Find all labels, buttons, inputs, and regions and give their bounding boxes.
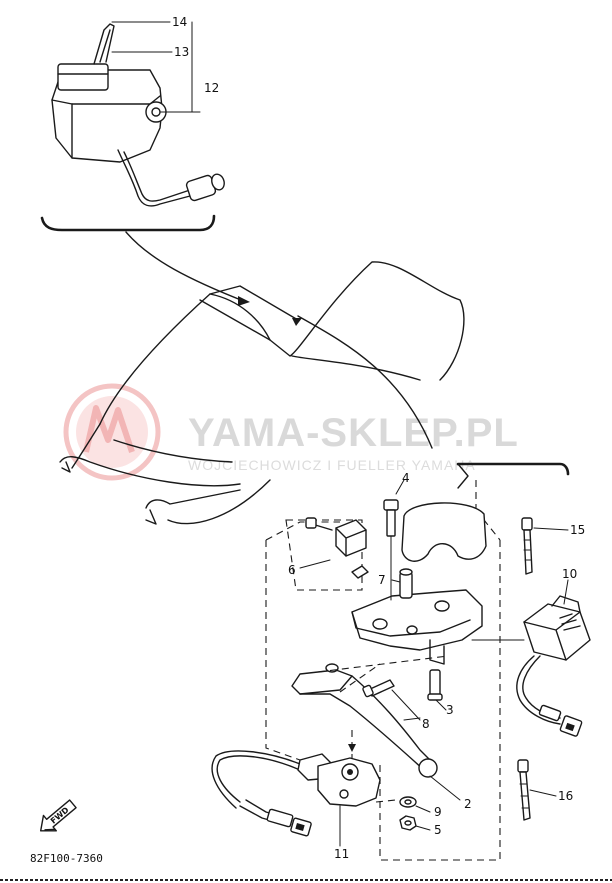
part-15-cable-tie (521, 517, 533, 575)
callout-8: 8 (422, 717, 430, 731)
lever-holder (351, 589, 483, 665)
watermark-logo (63, 383, 161, 481)
clamp-cap (401, 502, 487, 562)
callout-2: 2 (464, 797, 472, 811)
leader-7 (391, 579, 401, 583)
callout-9: 9 (434, 805, 442, 819)
callout-15: 15 (570, 523, 585, 537)
leader-lines-top (111, 21, 201, 113)
leader-6 (299, 559, 331, 569)
watermark: YAMA-SKLEP.PL WOJCIECHOWICZ I FUELLER YA… (63, 383, 519, 481)
part-5-nut (399, 815, 417, 831)
callout-12: 12 (204, 81, 219, 95)
link-dash-4 (375, 799, 397, 803)
leader-15 (533, 527, 569, 531)
link-dash-2 (339, 663, 381, 693)
leader-8 (403, 717, 421, 721)
snowmobile-outline (59, 261, 465, 525)
leader-16 (529, 789, 557, 797)
part-10-relay (516, 595, 591, 737)
callout-16: 16 (558, 789, 573, 803)
part-6-block (305, 517, 369, 579)
watermark-subtitle: WOJCIECHOWICZ I FUELLER YAMAHA (188, 457, 476, 473)
callout-6: 6 (288, 563, 296, 577)
part-11-switch (211, 750, 381, 837)
callout-5: 5 (434, 823, 442, 837)
leader-9 (415, 805, 431, 813)
part-2-lever (291, 663, 438, 778)
callout-7: 7 (378, 573, 386, 587)
callout-4: 4 (402, 471, 410, 485)
inset-connector-line (125, 231, 247, 303)
leader-2 (429, 775, 461, 801)
callout-3: 3 (446, 703, 454, 717)
leader-5 (415, 825, 431, 831)
part-9-washer (399, 796, 417, 808)
callout-13: 13 (174, 45, 189, 59)
part-8-screw (362, 679, 421, 721)
part-4-bolt (383, 499, 399, 601)
section-bracket (456, 462, 570, 476)
switch-box-assembly (51, 23, 225, 207)
diagram-code: 82F100-7360 (30, 852, 103, 865)
leader-4 (395, 479, 405, 495)
section-bracket-tip (457, 463, 469, 489)
lever-connector-line (297, 315, 433, 449)
link-dash-1 (317, 655, 449, 673)
part-16-cable-tie (517, 759, 531, 821)
callout-14: 14 (172, 15, 187, 29)
callout-11: 11 (334, 847, 349, 861)
watermark-brand: YAMA-SKLEP.PL (188, 411, 519, 455)
callout-10: 10 (562, 567, 577, 581)
inset-frame (40, 214, 216, 232)
part-7-pin (399, 568, 413, 599)
leader-10 (563, 579, 569, 605)
part-3-screw (427, 669, 447, 711)
fwd-arrow-icon: FWD (39, 799, 77, 832)
